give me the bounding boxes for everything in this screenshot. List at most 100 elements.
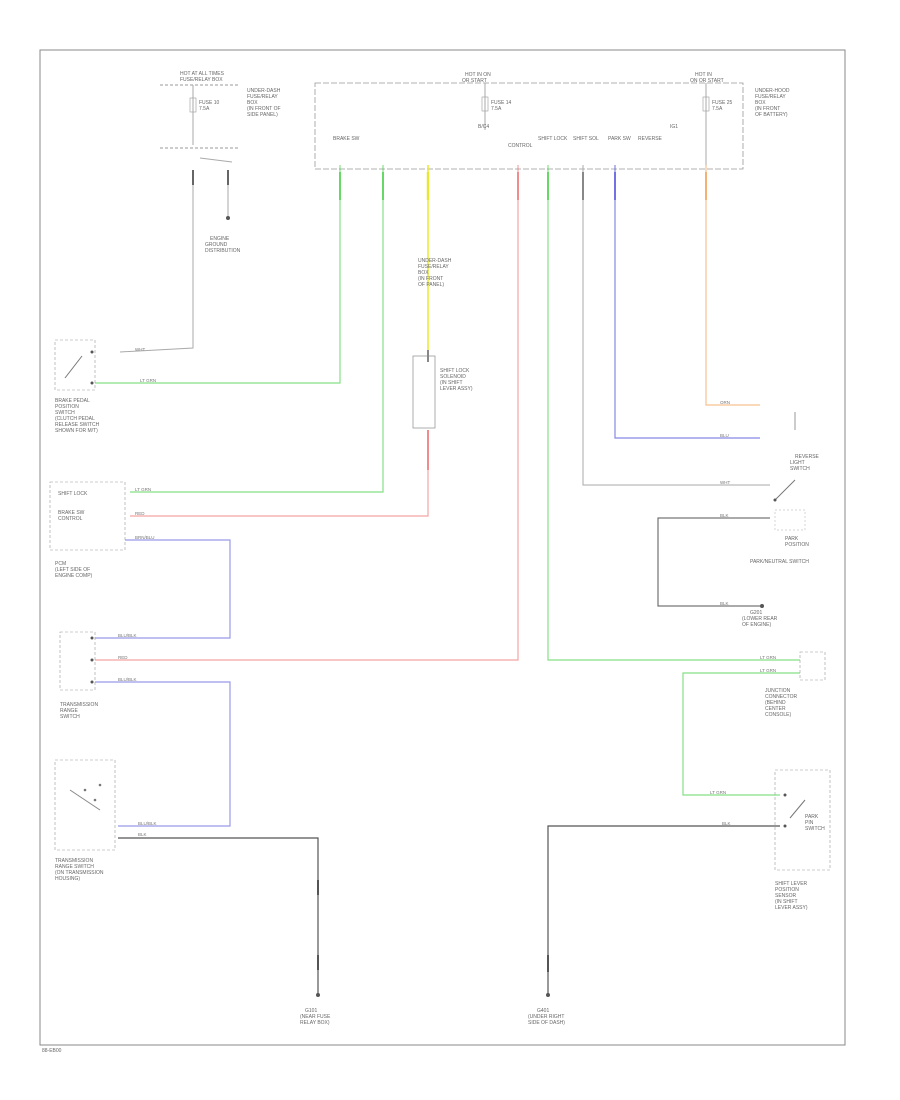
- left-ground-2: DISTRIBUTION: [205, 248, 241, 254]
- fuse-top-right-line1: ON OR START: [690, 78, 724, 84]
- jc-wire-1: LT GRN: [760, 668, 776, 673]
- reverse-label-2: SWITCH: [790, 466, 810, 472]
- bottom-box-label-0: PARK: [805, 814, 819, 820]
- transmission-range-connector: BLU/BLK RED BLU/BLK TRANSMISSION RANGE S…: [59, 631, 137, 720]
- fuse-top-right-amp: 7.5A: [712, 106, 723, 112]
- pcm-label-2: ENGINE COMP): [55, 573, 93, 579]
- ground-left-2: RELAY BOX): [300, 1020, 330, 1026]
- brake-pedal-switch: WHT LT GRN BRAKE PEDAL POSITION SWITCH (…: [54, 339, 156, 434]
- trs-label-0: TRANSMISSION: [60, 702, 98, 708]
- brake-switch-label-0: BRAKE PEDAL: [55, 398, 90, 404]
- pcm-wire-1: RED: [135, 511, 145, 516]
- fuse-center-line1: OR START: [462, 78, 487, 84]
- center-note-2: BOX: [418, 270, 429, 276]
- fuse-top-right-title: HOT IN: [695, 72, 712, 78]
- park-note: PARK/NEUTRAL SWITCH: [750, 559, 809, 565]
- wire-green-1: [95, 165, 341, 384]
- bottom-box-label-1: PIN: [805, 820, 814, 826]
- wire-black-left: [118, 837, 319, 995]
- fuse-top-left-title: HOT AT ALL TIMES: [180, 71, 225, 77]
- fuse-note-left-1: FUSE/RELAY: [247, 94, 278, 100]
- trans-switch-label-0: TRANSMISSION: [55, 858, 93, 864]
- center-note-3: (IN FRONT: [418, 276, 443, 282]
- pcm-row-2: CONTROL: [58, 516, 83, 522]
- brake-switch-label-5: SHOWN FOR M/T): [55, 428, 98, 434]
- fuse-top-right: HOT IN ON OR START FUSE 25 7.5A UNDER-HO…: [690, 72, 790, 165]
- fuse-note-right-1: FUSE/RELAY: [755, 94, 786, 100]
- ground-center-1: (UNDER RIGHT: [528, 1014, 564, 1020]
- brake-switch-wire1: WHT: [135, 347, 145, 352]
- wire-gray-right: [582, 165, 770, 486]
- trs-label-2: SWITCH: [60, 714, 80, 720]
- ground-center-2: SIDE OF DASH): [528, 1020, 565, 1026]
- center-note-4: OF PANEL): [418, 282, 444, 288]
- fuse-center-amp: 7.5A: [491, 106, 502, 112]
- fuse-top-right-fuse: FUSE 25: [712, 100, 733, 106]
- jc-label-0: JUNCTION: [765, 688, 791, 694]
- fuse-top-left-fuse: FUSE 10: [199, 100, 220, 106]
- module-pin-6: IG1: [670, 124, 678, 130]
- fuse-note-left-3: (IN FRONT OF: [247, 106, 281, 112]
- bottom-label-3: (IN SHIFT: [775, 899, 798, 905]
- fuse-note-right-4: OF BATTERY): [755, 112, 788, 118]
- wire-gray-left: [119, 185, 194, 353]
- fuse-note-right-2: BOX: [755, 100, 766, 106]
- center-note-0: UNDER-DASH: [418, 258, 452, 264]
- brake-switch-label-3: (CLUTCH PEDAL: [55, 416, 95, 422]
- bottom-wire-1: BLK: [722, 821, 731, 826]
- center-note-1: FUSE/RELAY: [418, 264, 449, 270]
- ground-bottom-center: G401 (UNDER RIGHT SIDE OF DASH): [528, 955, 565, 1026]
- park-label-1: POSITION: [785, 542, 809, 548]
- ground-right-1: (LOWER REAR: [742, 616, 778, 622]
- module-pin-4: PARK SW: [608, 136, 631, 142]
- wire-black-loop: [657, 517, 770, 607]
- right-components: ORN BLU REVERSE LIGHT SWITCH WHT BLK PAR…: [710, 400, 831, 911]
- bottom-label-2: SENSOR: [775, 893, 797, 899]
- jc-label-3: CENTER: [765, 706, 786, 712]
- module-connectors: [339, 172, 707, 200]
- wire-green-4: [682, 672, 800, 796]
- jc-wire-0: LT GRN: [760, 655, 776, 660]
- trans-switch-label-1: RANGE SWITCH: [55, 864, 94, 870]
- park-wire-1: BLK: [720, 513, 729, 518]
- brake-switch-label-2: SWITCH: [55, 410, 75, 416]
- module-ref: B/C4: [478, 124, 489, 130]
- fuse-top-left-amp: 7.5A: [199, 106, 210, 112]
- brake-switch-wire2: LT GRN: [140, 378, 156, 383]
- trs-wire-1: RED: [118, 655, 128, 660]
- ground-left-0: G101: [305, 1008, 317, 1014]
- shift-lock-solenoid-1: SOLENOID: [440, 374, 466, 380]
- wire-orange: [705, 165, 760, 406]
- pcm-wire-2: BRN/BLU: [135, 535, 155, 540]
- fuse-note-left-0: UNDER-DASH: [247, 88, 281, 94]
- bottom-label-1: POSITION: [775, 887, 799, 893]
- ground-center-0: G401: [537, 1008, 549, 1014]
- brake-switch-label-1: POSITION: [55, 404, 79, 410]
- jc-label-4: CONSOLE): [765, 712, 791, 718]
- pcm-row-0: SHIFT LOCK: [58, 491, 88, 497]
- pcm-label-1: (LEFT SIDE OF: [55, 567, 90, 573]
- trans-switch-wire-0: BLU/BLK: [138, 821, 157, 826]
- bottom-label-4: LEVER ASSY): [775, 905, 808, 911]
- trs-wire-0: BLU/BLK: [118, 633, 137, 638]
- wire-red-2: [95, 165, 519, 661]
- trs-label-1: RANGE: [60, 708, 78, 714]
- pcm-connector: SHIFT LOCK BRAKE SW CONTROL LT GRN RED B…: [49, 481, 155, 579]
- wire-black-right: [547, 825, 780, 995]
- wire-blue-1: [614, 165, 760, 439]
- wire-blue-2: [95, 539, 231, 639]
- module-pin-2: SHIFT LOCK: [538, 136, 568, 142]
- brake-switch-label-4: RELEASE SWITCH: [55, 422, 100, 428]
- module-pin-3: SHIFT SOL: [573, 136, 599, 142]
- wire-blue-3: [95, 681, 231, 827]
- reverse-label-0: REVERSE: [795, 454, 820, 460]
- fuse-note-left-2: BOX: [247, 100, 258, 106]
- fuse-top-left: HOT AT ALL TIMES FUSE/RELAY BOX FUSE 10 …: [160, 71, 281, 254]
- wire-green-3: [547, 165, 800, 661]
- jc-label-1: CONNECTOR: [765, 694, 798, 700]
- trans-switch-wire-1: BLK: [138, 832, 147, 837]
- gnd-wire: BLK: [720, 601, 729, 606]
- fuse-note-right-3: (IN FRONT: [755, 106, 780, 112]
- footer-code: 88-EB00: [42, 1048, 62, 1054]
- fuse-center-fuse: FUSE 14: [491, 100, 512, 106]
